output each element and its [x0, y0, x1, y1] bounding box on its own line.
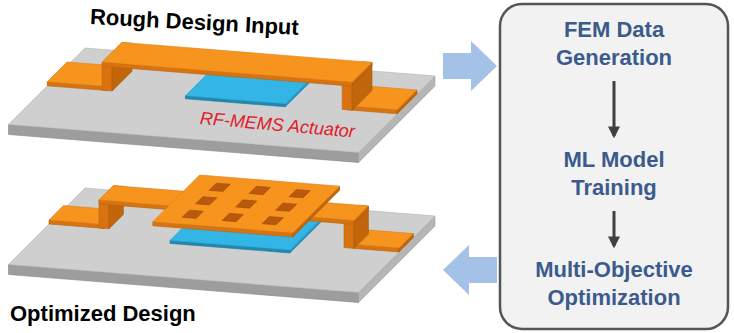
release-hole — [262, 217, 283, 225]
release-hole — [222, 213, 243, 221]
release-hole — [182, 210, 203, 218]
step-label: ML Model Training — [520, 146, 708, 201]
release-hole — [196, 197, 217, 205]
part-label: RF-MEMS Actuator — [199, 108, 356, 143]
process-step: Multi-Objective Optimization — [503, 248, 725, 319]
release-hole — [289, 190, 310, 198]
rough-actuator-drawing — [9, 42, 436, 162]
flow-arrow — [613, 211, 616, 246]
release-hole — [209, 183, 230, 191]
figure-heading: Rough Design Input — [89, 4, 299, 41]
release-hole — [249, 186, 270, 194]
process-step: ML Model Training — [503, 138, 725, 209]
illustration-node: Rough Design InputRF-MEMS Actuator — [5, 0, 440, 165]
figure-heading: Optimized Design — [10, 301, 196, 327]
illustration-node: Optimized Design — [5, 168, 440, 333]
bridge-beam-top — [102, 42, 372, 82]
optimized-actuator-drawing — [9, 175, 436, 303]
step-label: Multi-Objective Optimization — [520, 256, 708, 311]
release-hole — [236, 200, 257, 208]
transfer-arrow — [443, 245, 497, 295]
step-label: FEM Data Generation — [520, 16, 708, 71]
flow-arrow — [613, 81, 616, 136]
process-step: FEM Data Generation — [503, 8, 725, 79]
perforated-plate-top — [153, 175, 340, 233]
transfer-arrow — [443, 41, 497, 91]
workflow-panel — [500, 4, 728, 329]
release-hole — [276, 203, 297, 211]
